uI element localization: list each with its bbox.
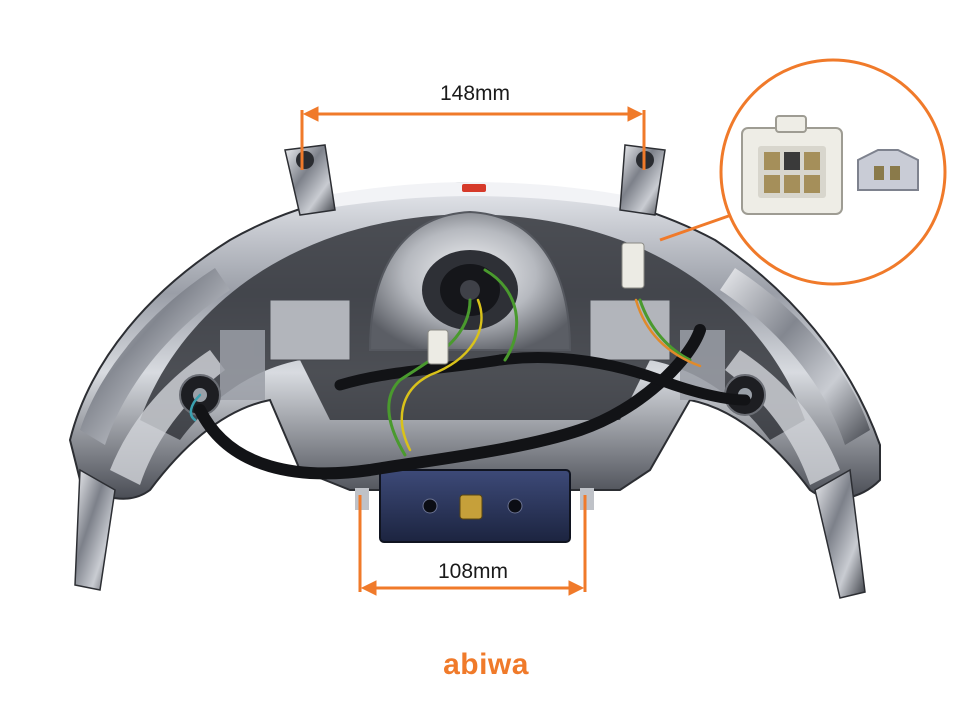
bottom-bracket bbox=[355, 469, 594, 543]
mounting-ear-left bbox=[284, 144, 336, 216]
callout-leader bbox=[659, 210, 741, 242]
dimension-line-bottom bbox=[358, 495, 587, 596]
mounting-ear-right bbox=[619, 144, 666, 216]
wiring-harness bbox=[189, 268, 751, 480]
connector-2pin bbox=[857, 149, 919, 191]
connector-inset bbox=[719, 58, 947, 286]
red-marker bbox=[462, 184, 486, 192]
harness-connector-center bbox=[427, 329, 449, 365]
mounting-tab-right bbox=[814, 468, 866, 599]
dimension-line-top bbox=[300, 106, 646, 170]
dimension-label-bottom: 108mm bbox=[437, 560, 509, 583]
mounting-tab-left bbox=[74, 468, 116, 591]
connector-6pin bbox=[741, 115, 843, 215]
chrome-ribs bbox=[220, 299, 725, 400]
brand-logo: abiwa bbox=[443, 648, 529, 681]
harness-connector-right bbox=[621, 242, 645, 289]
reflector-bowl bbox=[368, 210, 572, 351]
dimension-label-top: 148mm bbox=[439, 82, 511, 105]
